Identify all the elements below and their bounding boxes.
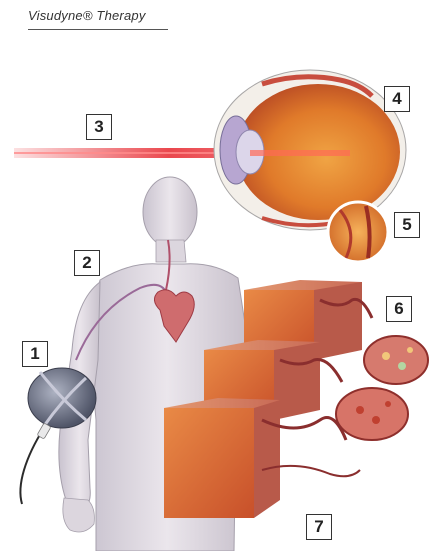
callout-3: 3 xyxy=(86,114,112,140)
callout-7: 7 xyxy=(306,514,332,540)
eye-cross-section xyxy=(214,70,406,230)
retina-magnification xyxy=(328,202,388,262)
tissue-block-3 xyxy=(164,398,360,518)
callout-6: 6 xyxy=(386,296,412,322)
callout-2: 2 xyxy=(74,250,100,276)
callout-5: 5 xyxy=(394,212,420,238)
callout-1: 1 xyxy=(22,341,48,367)
callout-4: 4 xyxy=(384,86,410,112)
